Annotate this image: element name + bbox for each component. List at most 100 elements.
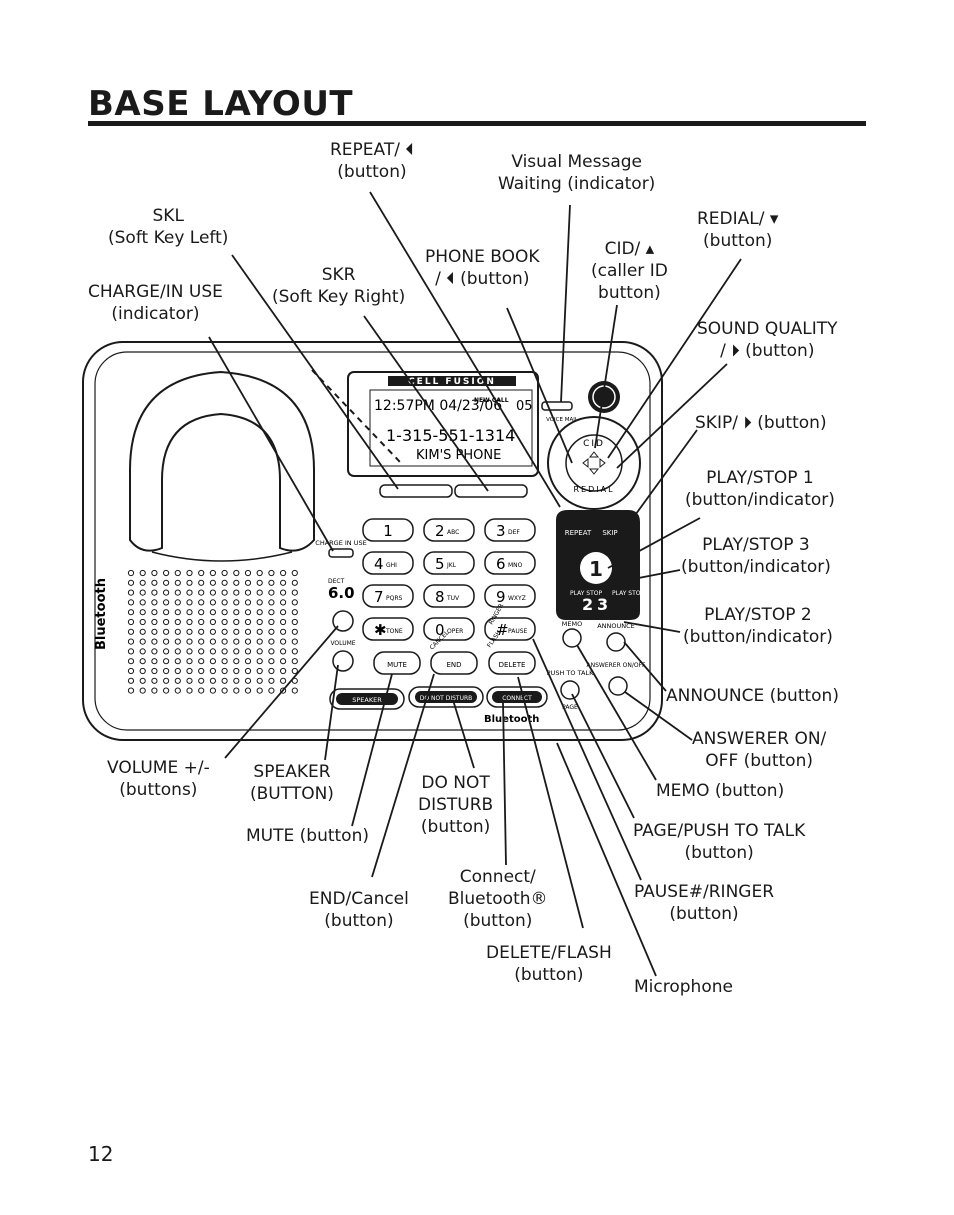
grille-hole [198, 628, 205, 635]
title-rule [88, 121, 866, 126]
label-sound-quality: SOUND QUALITY/ ⏵ (button) [697, 319, 838, 361]
memo-button[interactable] [562, 628, 582, 648]
delete-key-label: DELETE [499, 661, 526, 669]
grille-hole [256, 677, 263, 684]
grille-hole [151, 667, 158, 675]
grille-hole [209, 628, 216, 635]
label-pause: PAUSE#/RINGER(button) [634, 882, 775, 924]
grille-hole [186, 677, 193, 684]
label-end: END/Cancel(button) [309, 889, 409, 931]
grille-hole [127, 687, 135, 694]
grille-hole [291, 599, 298, 606]
nav-arrows-icon [582, 451, 606, 475]
keypad-key-1[interactable]: 1 [362, 518, 414, 542]
grille-hole [174, 609, 181, 616]
label-delete: DELETE/FLASH(button) [486, 943, 612, 985]
label-charge: CHARGE/IN USE(indicator) [88, 282, 223, 324]
grille-hole [163, 589, 170, 596]
grille-hole [209, 618, 216, 626]
grille-hole [256, 638, 263, 645]
grille-hole [198, 599, 205, 606]
label-skip: SKIP/ ⏵ (button) [695, 413, 827, 433]
page-button[interactable] [560, 680, 580, 700]
keypad-key-tone[interactable]: ✱TONE [362, 617, 414, 641]
grille-hole [174, 677, 181, 684]
grille-hole [291, 579, 298, 586]
grille-hole [233, 628, 240, 635]
charge-label: CHARGE IN USE [315, 539, 366, 547]
end-button[interactable] [430, 651, 478, 675]
grille-hole [233, 609, 240, 616]
page-label: PAGE [562, 704, 578, 711]
grille-hole [221, 658, 228, 665]
skr-key[interactable] [454, 484, 528, 498]
grille-hole [221, 569, 228, 577]
announce-label: ANNOUNCE [597, 622, 635, 630]
grille-hole [256, 628, 263, 635]
grille-hole [233, 648, 240, 655]
grille-hole [233, 658, 240, 665]
grille-hole [198, 609, 205, 616]
grille-hole [268, 589, 275, 596]
mute-button[interactable] [373, 651, 421, 675]
grille-hole [244, 569, 252, 577]
key-letters: OPER [447, 628, 463, 635]
grille-hole [163, 609, 170, 616]
play-stop-3-label: PLAY STOP [612, 590, 645, 597]
grille-hole [209, 638, 216, 645]
grille-hole [268, 667, 275, 675]
memo-label: MEMO [562, 620, 582, 628]
grille-hole [244, 658, 252, 665]
grille-hole [233, 569, 240, 577]
grille-hole [256, 599, 263, 606]
grille-hole [221, 687, 228, 694]
grille-hole [127, 667, 135, 675]
speaker-key-label: SPEAKER [352, 696, 382, 704]
key-digit: # [496, 621, 509, 639]
grille-hole [280, 638, 287, 645]
grille-hole [174, 648, 181, 655]
label-play2: PLAY/STOP 2(button/indicator) [683, 605, 833, 647]
repeat-key-label[interactable]: REPEAT [565, 529, 592, 537]
skip-key-label[interactable]: SKIP [602, 529, 617, 537]
grille-hole [209, 648, 216, 655]
lcd-newcall: NEW CALL [474, 397, 509, 404]
play-stop-1-button[interactable] [580, 552, 612, 584]
grille-hole [233, 677, 240, 684]
announce-button[interactable] [606, 632, 626, 652]
grille-hole [244, 628, 252, 635]
grille-hole [244, 648, 252, 655]
grille-hole [186, 687, 193, 694]
grille-hole [198, 579, 205, 586]
label-connect: Connect/Bluetooth®(button) [448, 867, 548, 931]
answerer-button[interactable] [608, 676, 628, 696]
volume-down-button[interactable] [332, 650, 354, 672]
grille-hole [244, 667, 252, 675]
skl-key[interactable] [379, 484, 453, 498]
grille-hole [244, 618, 252, 626]
grille-hole [233, 599, 240, 606]
grille-hole [163, 628, 170, 635]
lcd-name: KIM'S PHONE [416, 448, 501, 463]
grille-hole [209, 658, 216, 665]
grille-hole [291, 687, 298, 694]
grille-hole [151, 648, 158, 655]
grille-hole [186, 648, 193, 655]
grille-hole [163, 638, 170, 645]
grille-hole [280, 579, 287, 586]
delete-button[interactable] [488, 651, 536, 675]
keypad-key-pause[interactable]: #PAUSE [484, 617, 536, 641]
grille-hole [174, 658, 181, 665]
grille-hole [127, 618, 135, 626]
grille-hole [291, 618, 298, 626]
bluetooth-logo: Bluetooth [484, 714, 539, 725]
